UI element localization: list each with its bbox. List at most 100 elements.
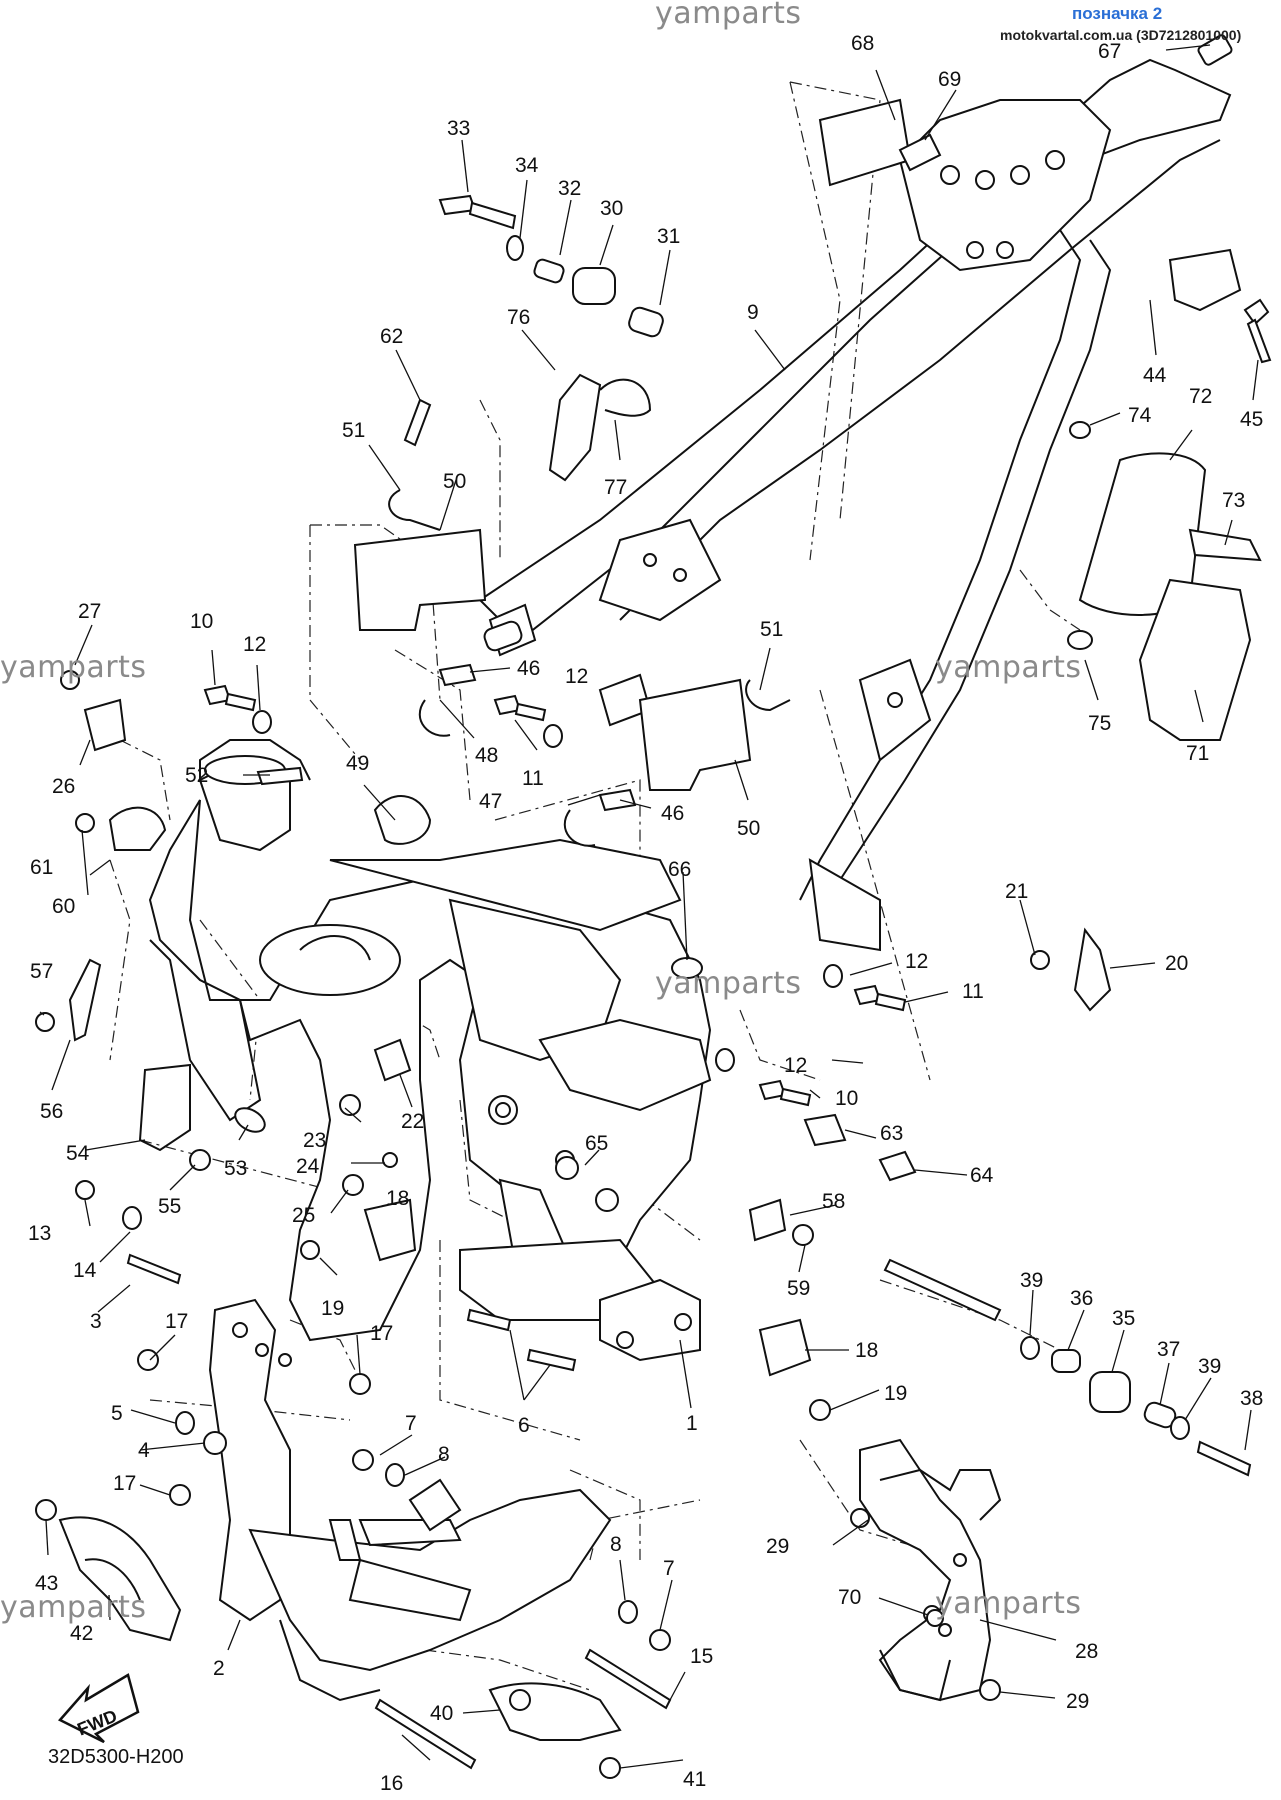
callout-73: 73 xyxy=(1222,489,1245,512)
callout-28: 28 xyxy=(1075,1640,1098,1663)
callout-22: 22 xyxy=(401,1110,424,1133)
callout-75: 75 xyxy=(1088,712,1111,735)
callout-65: 65 xyxy=(585,1132,608,1155)
callout-17: 17 xyxy=(165,1310,188,1333)
callout-64: 64 xyxy=(970,1164,994,1187)
callout-7: 7 xyxy=(405,1412,417,1435)
callout-63: 63 xyxy=(880,1122,903,1145)
watermark-bottom-right: yamparts xyxy=(935,1586,1082,1621)
callout-39b: 39 xyxy=(1198,1355,1221,1378)
callout-50b: 50 xyxy=(737,817,760,840)
callout-12d: 12 xyxy=(784,1054,807,1077)
callout-29b: 29 xyxy=(1066,1690,1089,1713)
header-label[interactable]: позначка 2 xyxy=(1072,4,1163,23)
callout-69: 69 xyxy=(938,68,961,91)
callout-53: 53 xyxy=(224,1157,247,1180)
callout-66: 66 xyxy=(668,858,691,881)
main-frame xyxy=(148,739,712,1362)
callout-68: 68 xyxy=(851,32,874,55)
callout-21: 21 xyxy=(1005,880,1028,903)
callout-35: 35 xyxy=(1112,1307,1135,1330)
callout-77: 77 xyxy=(604,476,627,499)
callout-43: 43 xyxy=(35,1572,58,1595)
callout-20: 20 xyxy=(1165,952,1188,975)
callout-71: 71 xyxy=(1186,742,1209,765)
rear-frame-rails xyxy=(478,58,1232,952)
callout-23: 23 xyxy=(303,1129,326,1152)
callout-12b: 12 xyxy=(565,665,588,688)
callout-44: 44 xyxy=(1143,364,1167,387)
watermark-top: yamparts xyxy=(655,0,802,31)
watermark-right: yamparts xyxy=(935,650,1082,685)
watermark-center: yamparts xyxy=(655,966,802,1001)
watermark-bottom-left: yamparts xyxy=(0,1590,147,1625)
diagram-code: 32D5300-H200 xyxy=(48,1746,184,1768)
callout-67: 67 xyxy=(1098,40,1121,63)
callout-76: 76 xyxy=(507,306,530,329)
callout-38: 38 xyxy=(1240,1387,1263,1410)
callout-60: 60 xyxy=(52,895,75,918)
callout-8b: 8 xyxy=(610,1533,622,1556)
callout-56: 56 xyxy=(40,1100,63,1123)
callout-40: 40 xyxy=(430,1702,453,1725)
callout-19b: 19 xyxy=(884,1382,907,1405)
callout-58: 58 xyxy=(822,1190,845,1213)
callout-11: 11 xyxy=(522,767,544,790)
callout-61: 61 xyxy=(30,856,53,879)
callout-12: 12 xyxy=(243,633,266,656)
callout-57: 57 xyxy=(30,960,53,983)
callout-33: 33 xyxy=(447,117,470,140)
callout-46b: 46 xyxy=(661,802,684,825)
callout-27: 27 xyxy=(78,600,101,623)
callout-7b: 7 xyxy=(663,1557,675,1580)
callout-34: 34 xyxy=(515,154,539,177)
callout-39: 39 xyxy=(1020,1269,1043,1292)
callout-37: 37 xyxy=(1157,1338,1180,1361)
callout-19: 19 xyxy=(321,1297,344,1320)
callout-36: 36 xyxy=(1070,1287,1093,1310)
callout-49: 49 xyxy=(346,752,369,775)
callout-1: 1 xyxy=(686,1412,698,1435)
fwd-arrow-icon: FWD xyxy=(57,1673,140,1744)
callout-52: 52 xyxy=(185,764,208,787)
callout-9: 9 xyxy=(747,301,759,324)
callout-70: 70 xyxy=(838,1586,861,1609)
callout-14: 14 xyxy=(73,1259,97,1282)
callout-17c: 17 xyxy=(113,1472,136,1495)
header-site[interactable]: motokvartal.com.ua (3D7212801000) xyxy=(1000,27,1242,43)
callout-50: 50 xyxy=(443,470,466,493)
callout-74: 74 xyxy=(1128,404,1152,427)
hardware-parts xyxy=(35,34,1272,1779)
callout-10: 10 xyxy=(190,610,213,633)
callout-10b: 10 xyxy=(835,1087,858,1110)
callout-48: 48 xyxy=(475,744,498,767)
callout-5: 5 xyxy=(111,1402,123,1425)
callout-18: 18 xyxy=(386,1187,409,1210)
callout-30: 30 xyxy=(600,197,623,220)
leader-lines xyxy=(39,44,1259,1769)
callout-12c: 12 xyxy=(905,950,928,973)
callout-17b: 17 xyxy=(370,1322,393,1345)
callout-24: 24 xyxy=(296,1155,320,1178)
callout-55: 55 xyxy=(158,1195,181,1218)
callout-62: 62 xyxy=(380,325,403,348)
callout-41: 41 xyxy=(683,1768,706,1791)
callout-4: 4 xyxy=(138,1439,150,1462)
callout-25: 25 xyxy=(292,1204,315,1227)
callout-31: 31 xyxy=(657,225,680,248)
callout-3: 3 xyxy=(90,1310,102,1333)
callout-29: 29 xyxy=(766,1535,789,1558)
callout-45: 45 xyxy=(1240,408,1263,431)
callout-72: 72 xyxy=(1189,385,1212,408)
callout-51: 51 xyxy=(342,419,365,442)
callout-51b: 51 xyxy=(760,618,783,641)
callout-numbers: 67 68 69 33 34 32 30 31 9 62 76 77 51 50… xyxy=(28,32,1263,1795)
callout-32: 32 xyxy=(558,177,581,200)
callout-16: 16 xyxy=(380,1772,403,1795)
callout-46: 46 xyxy=(517,657,540,680)
lower-frame-assembly xyxy=(58,1298,622,1741)
callout-11b: 11 xyxy=(962,980,984,1003)
callout-47: 47 xyxy=(479,790,502,813)
callout-18b: 18 xyxy=(855,1339,878,1362)
